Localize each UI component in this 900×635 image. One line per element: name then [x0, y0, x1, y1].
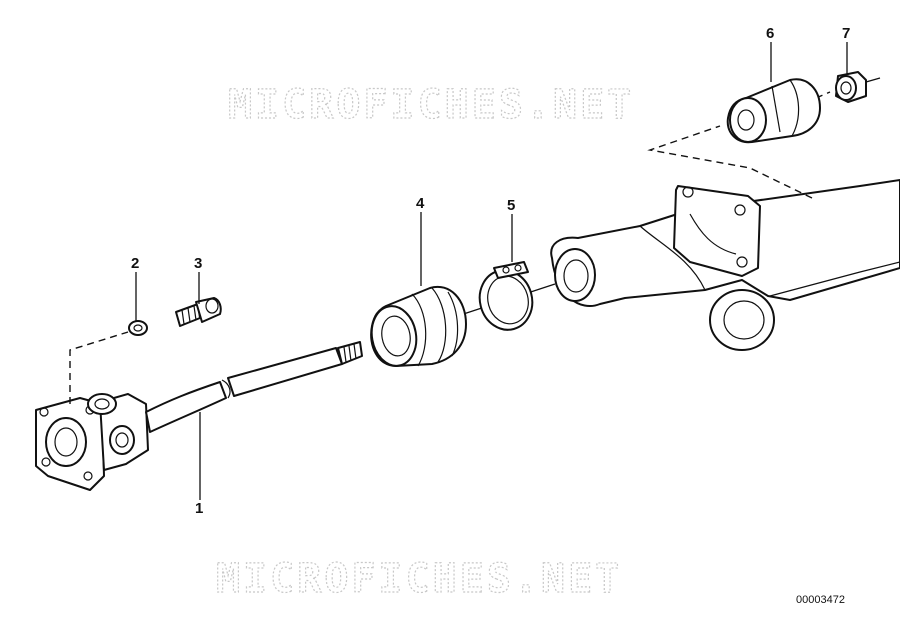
part-5-clamp — [478, 261, 534, 331]
part-2-washer — [128, 320, 148, 336]
callout-1: 1 — [195, 500, 203, 517]
callout-3: 3 — [194, 255, 202, 272]
part-4-rubber-boot — [370, 285, 467, 367]
part-3-bolt — [175, 297, 222, 327]
callout-6: 6 — [766, 25, 774, 42]
watermark-top: MICROFICHES.NET — [228, 82, 634, 128]
part-1-drive-shaft — [35, 341, 363, 491]
callout-7: 7 — [842, 25, 850, 42]
swing-arm-housing — [550, 179, 900, 351]
callout-2: 2 — [131, 255, 139, 272]
part-7-nut — [835, 71, 881, 103]
part-6-bushing — [726, 78, 821, 144]
callout-4: 4 — [416, 195, 425, 212]
callout-5: 5 — [507, 197, 515, 214]
watermark-bottom: MICROFICHES.NET — [216, 556, 622, 602]
diagram-code: 00003472 — [796, 594, 845, 606]
